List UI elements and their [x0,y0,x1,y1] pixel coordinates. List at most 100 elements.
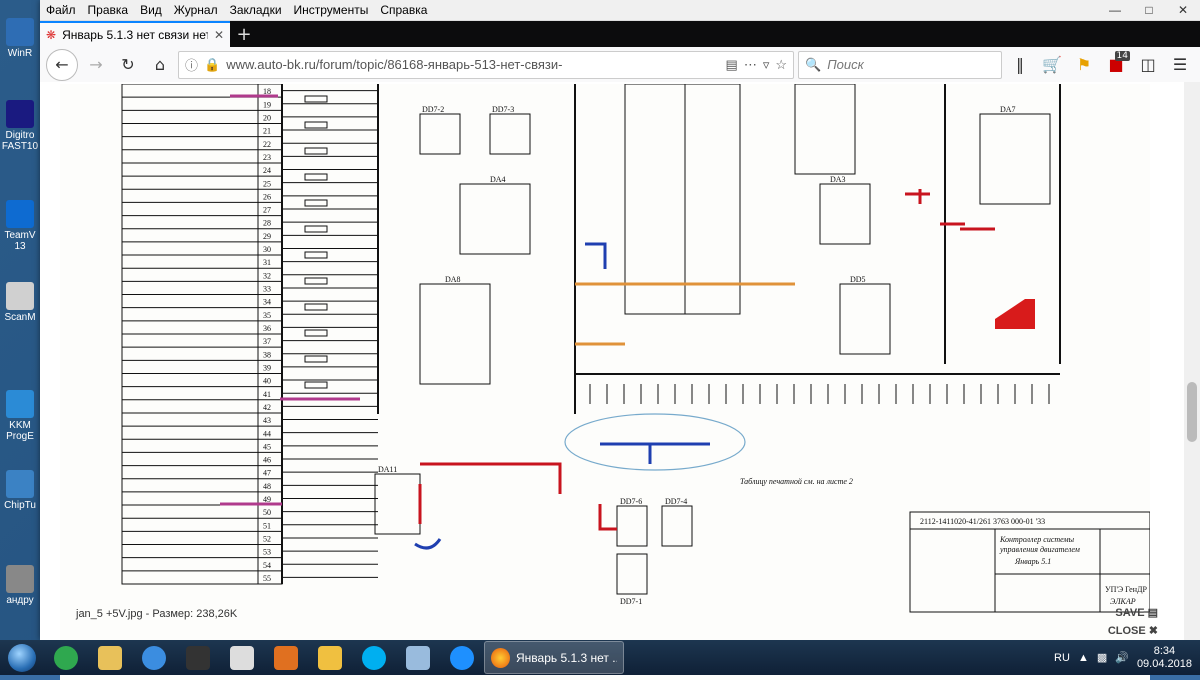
tab-active[interactable]: ❋ Январь 5.1.3 нет связи нет гла ✕ [40,21,230,47]
clock-time: 8:34 [1153,644,1176,657]
teamviewer-icon [6,200,34,228]
pin-number: 36 [263,324,271,333]
kmplayer-icon [186,645,210,670]
paint-icon [98,645,122,670]
more-actions-icon[interactable]: ⋯ [743,56,757,72]
sidebar-icon[interactable]: ◫ [1140,55,1156,74]
pin-number: 23 [263,153,271,162]
menu-tools[interactable]: Инструменты [293,3,369,17]
desktop-icon-scan[interactable]: ScanM [0,282,40,323]
new-tab-button[interactable]: + [236,23,252,45]
taskbar-321[interactable] [220,640,264,675]
menu-history[interactable]: Журнал [173,3,218,17]
title-name-1: Контроллер системы [999,535,1075,544]
taskbar-notes[interactable] [396,640,440,675]
close-viewer-button[interactable]: CLOSE ✖ [1108,624,1158,637]
resistor [304,303,328,311]
start-button[interactable] [0,640,44,675]
library-icon[interactable]: ‖ [1016,55,1024,74]
svg-text:DA3: DA3 [830,175,846,184]
url-text[interactable]: www.auto-bk.ru/forum/topic/86168-январь-… [226,57,563,72]
resistor [304,225,328,233]
mail-icon [54,645,78,670]
desktop-icon-chiptuning[interactable]: ChipTu [0,470,40,511]
menu-bookmarks[interactable]: Закладки [229,3,282,17]
desktop-icon-folder[interactable]: андру [0,565,40,606]
taskbar-ie[interactable] [440,640,484,675]
taskbar-paint[interactable] [88,640,132,675]
taskbar-mail[interactable] [44,640,88,675]
flag-icon[interactable]: ⚑ [1076,55,1092,74]
desktop-icon-teamviewer[interactable]: TeamV 13 [0,200,40,252]
pin-number: 30 [263,245,271,254]
pocket-icon[interactable]: ▿ [762,56,770,72]
pin-number: 22 [263,140,271,149]
menu-view[interactable]: Вид [140,3,162,17]
favicon-icon: ❋ [46,28,57,42]
tab-title: Январь 5.1.3 нет связи нет гла [62,28,208,42]
pin-number: 52 [263,535,271,544]
browser-window: Файл Правка Вид Журнал Закладки Инструме… [40,0,1200,680]
media-player-icon [274,645,298,670]
resistor [304,251,328,259]
cart-icon[interactable]: 🛒 [1042,55,1062,74]
pin-number: 29 [263,232,271,241]
chiptuning-icon [6,470,34,498]
minimize-button[interactable]: — [1109,3,1121,17]
taskbar-firefox[interactable]: Январь 5.1.3 нет ... [484,641,624,674]
close-icon: ✖ [1148,625,1158,637]
desktop-icon-digitro[interactable]: Digitro FAST10 [0,100,40,152]
volume-icon[interactable]: 🔊 [1115,652,1129,664]
url-bar[interactable]: ⓘ 🔒 www.auto-bk.ru/forum/topic/86168-янв… [178,50,794,79]
tab-close-icon[interactable]: ✕ [213,28,224,42]
network-icon[interactable]: ▩ [1096,652,1108,664]
reader-view-icon[interactable]: ▤ [725,56,738,72]
taskbar-player[interactable] [264,640,308,675]
back-button[interactable]: ← [46,48,78,81]
resistor [304,381,328,389]
pin-number: 39 [263,363,271,372]
pin-number: 32 [263,271,271,280]
pin-number: 45 [263,442,271,451]
pin-number: 49 [263,495,271,504]
kkm-icon [6,390,34,418]
desktop-icon-winr[interactable]: WinR [0,18,40,59]
firefox-icon [491,647,511,668]
taskbar-skype[interactable] [352,640,396,675]
vertical-scrollbar[interactable] [1184,82,1200,640]
forward-button[interactable]: → [89,55,103,74]
clock[interactable]: 8:34 09.04.2018 [1137,645,1192,671]
maximize-button[interactable]: □ [1145,3,1153,17]
resistor [304,355,328,363]
taskbar-kmplayer[interactable] [176,640,220,675]
reload-button[interactable]: ↻ [121,55,135,74]
menu-help[interactable]: Справка [380,3,428,17]
svg-text:DA4: DA4 [490,175,506,184]
scrollbar-thumb[interactable] [1187,382,1197,442]
svg-text:DD7-4: DD7-4 [665,497,687,506]
search-box[interactable]: 🔍 Поиск [798,50,1002,79]
pin-number: 26 [263,192,271,201]
language-indicator[interactable]: RU [1054,651,1070,664]
pin-number: 47 [263,469,271,478]
save-button[interactable]: SAVE ▤ [1115,606,1158,619]
bookmark-star-icon[interactable]: ☆ [775,56,787,72]
resistor [304,277,328,285]
resistor [304,147,328,155]
info-icon[interactable]: ⓘ [185,58,199,73]
menu-file[interactable]: Файл [46,3,76,17]
desktop-icon-kkm[interactable]: KKM ProgE [0,390,40,442]
close-window-button[interactable]: ✕ [1177,3,1189,17]
tray-expand-icon[interactable]: ▲ [1077,651,1089,664]
shield-extension-icon[interactable]: ■ 14 [1108,50,1130,74]
menu-edit[interactable]: Правка [87,3,129,17]
svg-text:DA7: DA7 [1000,105,1016,114]
title-company: ЭЛКАР [1110,597,1136,606]
taskbar-ie-globe[interactable] [132,640,176,675]
home-button[interactable]: ⌂ [154,55,166,74]
hamburger-menu-icon[interactable]: ☰ [1172,55,1188,74]
pin-number: 53 [263,548,271,557]
svg-text:DD7-6: DD7-6 [620,497,642,506]
taskbar-explorer[interactable] [308,640,352,675]
internet-explorer-icon [450,645,474,670]
